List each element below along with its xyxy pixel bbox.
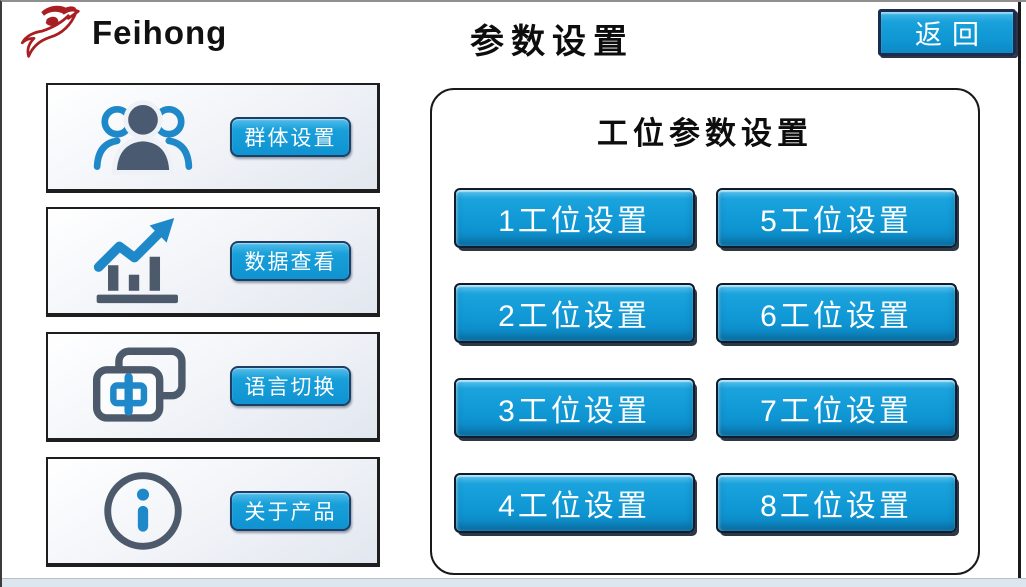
screen-bottom-strip <box>2 578 1026 587</box>
menu-panel-about: 关于产品 <box>46 457 380 567</box>
station-panel-title: 工位参数设置 <box>597 116 813 151</box>
language-icon <box>78 342 208 430</box>
language-switch-button[interactable]: 语言切换 <box>230 366 351 406</box>
brand-name: Feihong <box>92 14 228 51</box>
menu-panel-group-settings: 群体设置 <box>46 83 380 193</box>
screen-right-border <box>1018 2 1021 580</box>
station-button-grid: 1工位设置 2工位设置 3工位设置 4工位设置 5工位设置 6工位设置 7工位设… <box>432 188 978 533</box>
station-3-settings-button[interactable]: 3工位设置 <box>453 378 695 438</box>
group-icon <box>78 94 208 180</box>
station-6-settings-button[interactable]: 6工位设置 <box>715 283 957 343</box>
station-1-settings-button[interactable]: 1工位设置 <box>453 188 695 248</box>
chart-icon <box>78 216 208 306</box>
menu-panel-data-view: 数据查看 <box>46 207 380 317</box>
feihong-logo-icon <box>20 5 80 58</box>
data-view-button[interactable]: 数据查看 <box>230 241 351 281</box>
info-icon <box>78 468 208 554</box>
page-title: 参数设置 <box>470 23 634 61</box>
station-8-settings-button[interactable]: 8工位设置 <box>715 473 957 533</box>
station-4-settings-button[interactable]: 4工位设置 <box>453 473 695 533</box>
back-button[interactable]: 返回 <box>878 9 1016 56</box>
menu-panel-language: 语言切换 <box>46 332 380 442</box>
brand: Feihong <box>16 4 227 60</box>
station-parameter-panel: 工位参数设置 1工位设置 2工位设置 3工位设置 4工位设置 5工位设置 6工位… <box>430 88 980 575</box>
about-product-button[interactable]: 关于产品 <box>230 491 351 531</box>
station-5-settings-button[interactable]: 5工位设置 <box>715 188 957 248</box>
station-7-settings-button[interactable]: 7工位设置 <box>715 378 957 438</box>
station-2-settings-button[interactable]: 2工位设置 <box>453 283 695 343</box>
group-settings-button[interactable]: 群体设置 <box>230 117 351 157</box>
